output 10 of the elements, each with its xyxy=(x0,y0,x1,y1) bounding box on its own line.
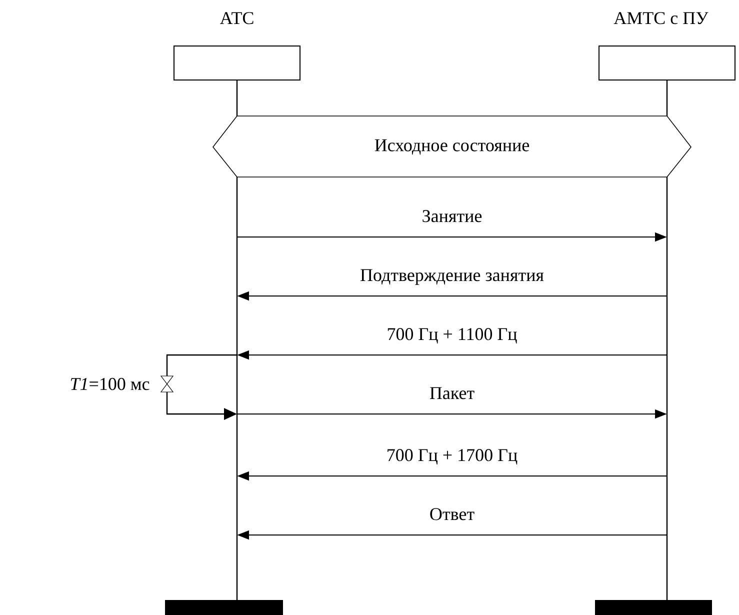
edge-label: 700 Гц + 1700 Гц xyxy=(388,449,518,464)
edge-label: Ответ xyxy=(430,508,474,520)
edge-label: Подтверждение занятия xyxy=(360,269,544,285)
condition-hexagon: Исходное состояние xyxy=(212,116,692,178)
instance-box: АМТС с ПУ xyxy=(598,12,736,80)
timer-label: T1=100 мс xyxy=(70,378,150,390)
edge-label: Занятие xyxy=(422,210,482,222)
edge-label: Пакет xyxy=(430,387,474,400)
edge-label: 700 Гц + 1100 Гц xyxy=(388,328,517,344)
instance-box: АТС xyxy=(174,12,300,80)
